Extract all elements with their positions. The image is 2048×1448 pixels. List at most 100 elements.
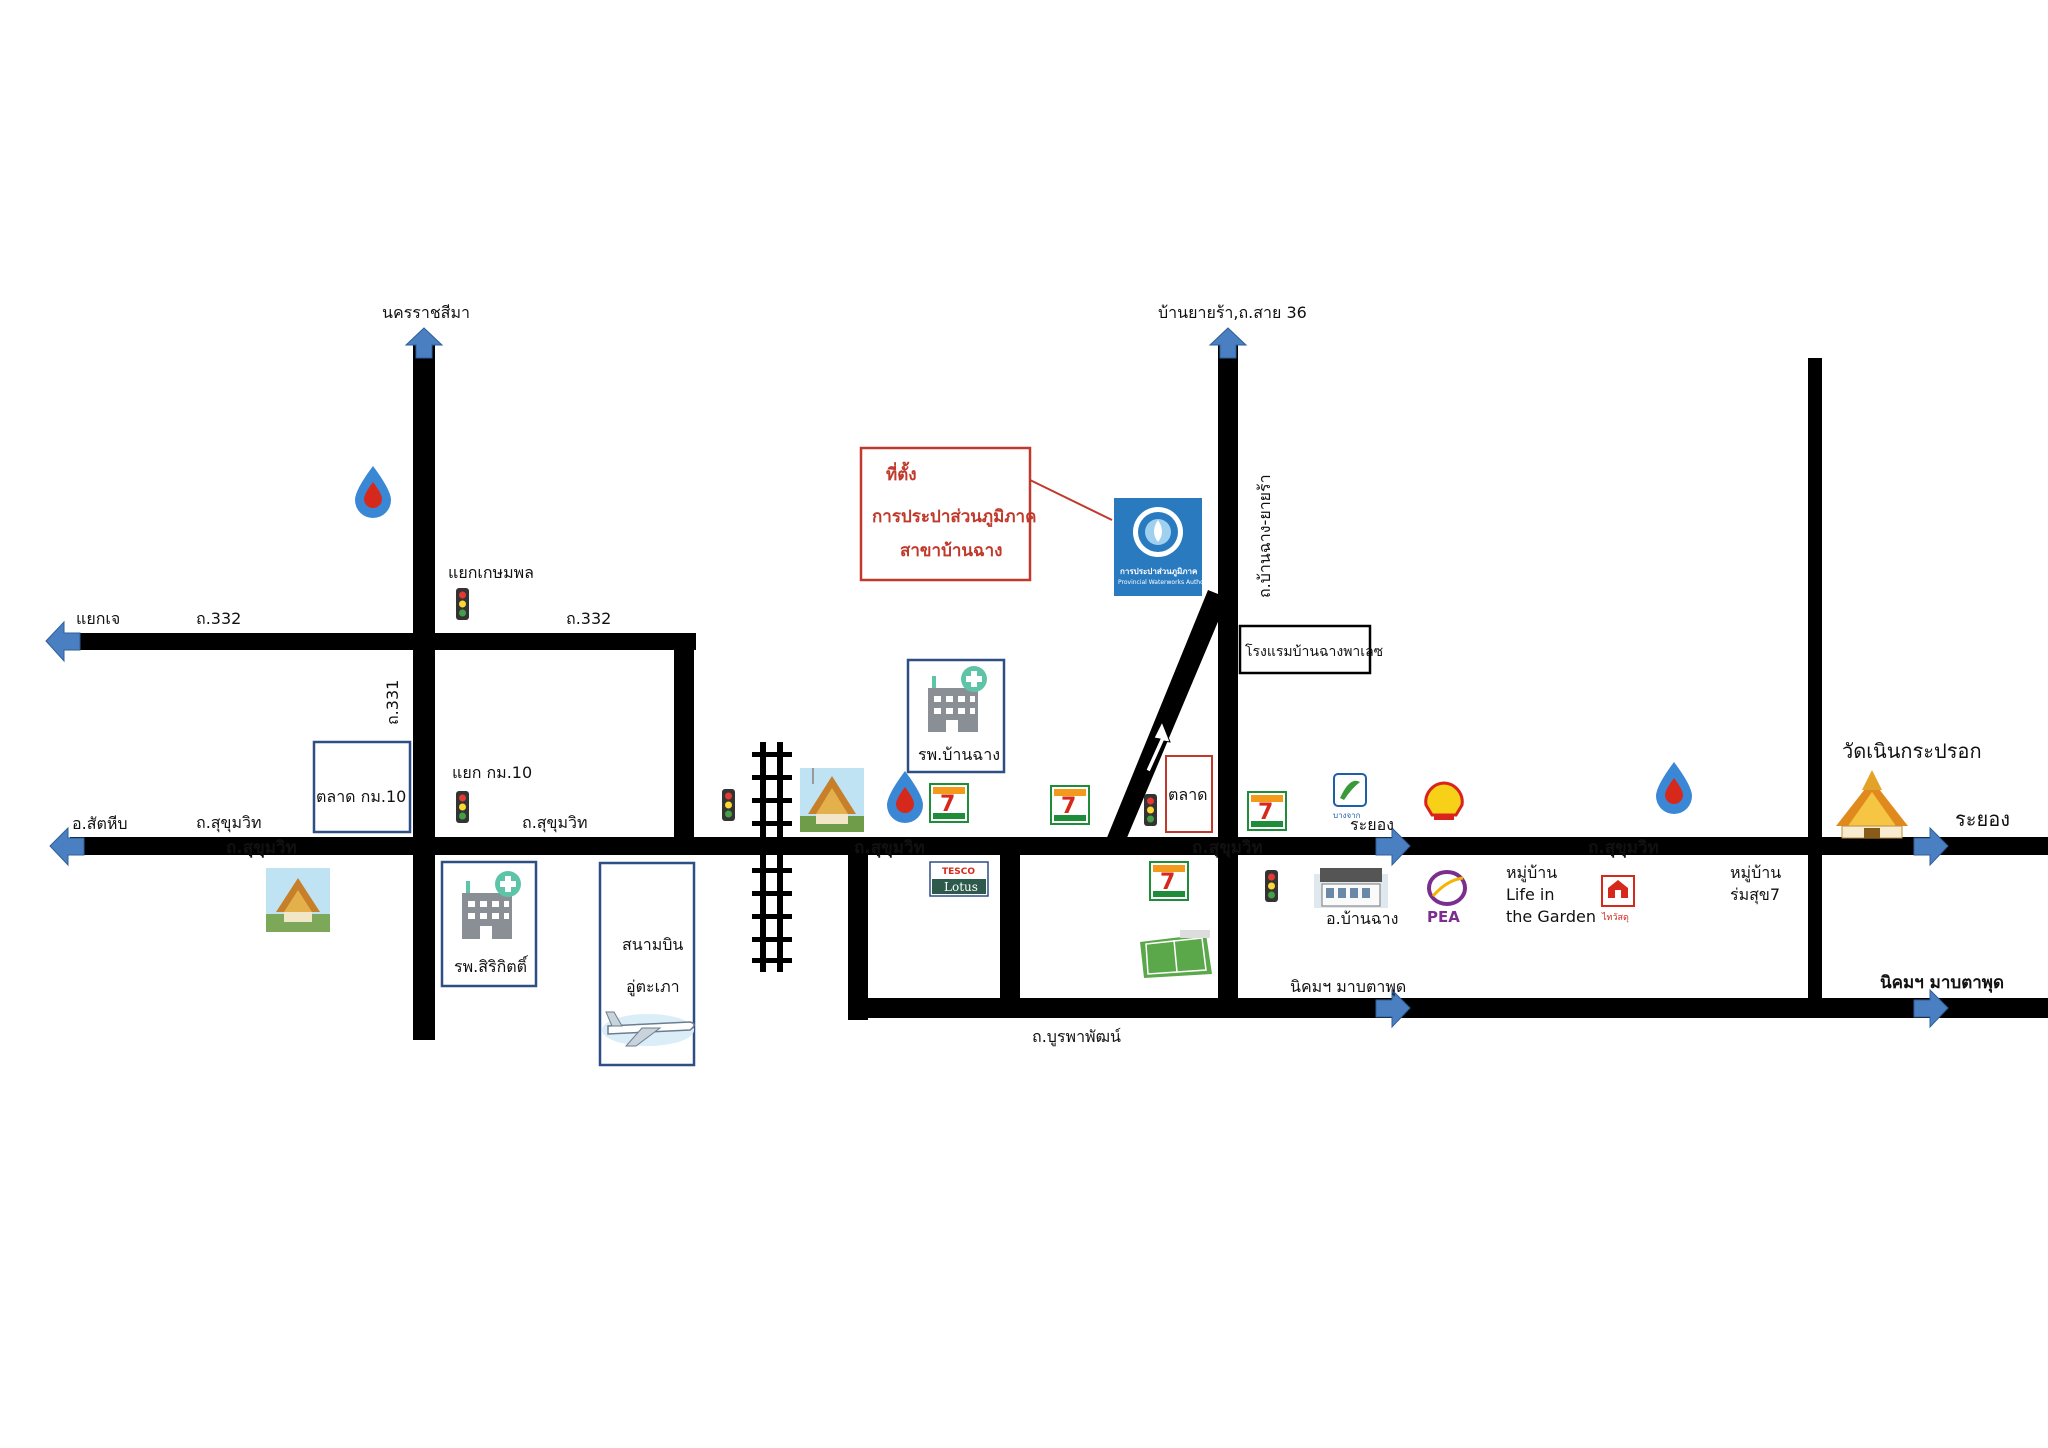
seven-eleven-stores: 7 7 7 7: [929, 783, 1287, 901]
road-332-connector: [674, 633, 694, 843]
pwa-logo-text-th: การประปาส่วนภูมิภาค: [1120, 567, 1197, 577]
utapao-line2: อู่ตะเภา: [626, 977, 680, 997]
temple-noen-label: วัดเนินกระปรอก: [1842, 739, 1982, 763]
banchang-hospital-label: รพ.บ้านฉาง: [918, 745, 1000, 764]
arrow-east-maptaphut: [1913, 988, 1949, 1029]
village-romsuk-line2: ร่มสุข7: [1730, 885, 1780, 905]
tesco-lotus-logo: TESCO Lotus: [929, 861, 989, 897]
dest-east-maptaphut: นิคมฯ มาบตาพุด: [1880, 973, 2004, 993]
svg-text:ไทวัสดุ: ไทวัสดุ: [1601, 912, 1629, 923]
hospital-icon: [462, 871, 521, 939]
arrow-up-right: [1208, 327, 1248, 359]
road-label-rayong-small: ระยอง: [1350, 815, 1394, 834]
road-label-sukhumvit-6: ถ.สุขุมวิท: [1588, 838, 1659, 858]
ptt-drop-icon: [1656, 762, 1692, 814]
svg-text:7: 7: [1258, 800, 1273, 825]
traffic-light-icon: [1144, 794, 1157, 826]
seven-eleven-icon: 7: [1247, 791, 1287, 831]
hospital-icon: [928, 666, 987, 732]
railway: [752, 742, 792, 972]
road-label-burapapat: ถ.บูรพาพัฒน์: [1032, 1027, 1121, 1047]
traffic-light-icon: [456, 791, 469, 823]
district-office-label: อ.บ้านฉาง: [1326, 909, 1398, 928]
road-label-sukhumvit-5: ถ.สุขุมวิท: [1192, 838, 1263, 858]
road-label-sukhumvit-3: ถ.สุขุมวิท: [522, 813, 588, 833]
arrow-east-burapapat-mid: [1375, 988, 1411, 1029]
road-far-right: [1808, 358, 1822, 1013]
dest-west-bottom: อ.สัตหีบ: [72, 814, 128, 833]
ptt-stations: [355, 466, 1692, 823]
road-burapapat-left: [848, 845, 868, 1020]
seven-eleven-icon: 7: [1149, 861, 1189, 901]
junction-km10: แยก กม.10: [452, 763, 532, 782]
temple-illustration-west: [266, 868, 330, 932]
road-label-sukhumvit-1: ถ.สุขุมวิท: [196, 813, 262, 833]
svg-text:7: 7: [940, 792, 955, 817]
dest-west-top: แยกเจ: [76, 609, 120, 628]
utapao-airport-box: สนามบิน อู่ตะเภา: [598, 861, 696, 1067]
labels: นครราชสีมา บ้านยายร้า,ถ.สาย 36 แยกเจ อ.ส…: [72, 303, 2010, 1047]
svg-text:7: 7: [1160, 870, 1175, 895]
location-callout: ที่ตั้ง การประปาส่วนภูมิภาค สาขาบ้านฉาง: [859, 446, 1113, 582]
road-label-331: ถ.331: [383, 680, 402, 725]
road-label-sukhumvit-4: ถ.สุขุมวิท: [854, 838, 925, 858]
hotel-label: โรงแรมบ้านฉางพาเลซ: [1245, 643, 1383, 660]
village-life-line1: หมู่บ้าน: [1506, 863, 1557, 883]
thaiwatsadu-logo: ไทวัสดุ: [1601, 875, 1635, 923]
pwa-logo-icon: การประปาส่วนภูมิภาค Provincial Waterwork…: [1114, 498, 1214, 596]
bangchak-logo-icon: บางจาก: [1333, 773, 1367, 820]
svg-text:7: 7: [1061, 794, 1076, 819]
village-life-line2: Life in: [1506, 885, 1555, 904]
svg-text:Lotus: Lotus: [944, 880, 978, 894]
dest-east-rayong: ระยอง: [1955, 807, 2010, 831]
road-331: [413, 345, 435, 1040]
utapao-line1: สนามบิน: [622, 935, 683, 954]
arrow-east-sukhumvit-mid: [1375, 826, 1411, 867]
road-332: [60, 633, 696, 650]
pea-logo: PEA: [1427, 870, 1467, 926]
svg-text:PEA: PEA: [1427, 908, 1460, 926]
road-label-332-left: ถ.332: [196, 609, 241, 628]
dest-north-left: นครราชสีมา: [382, 303, 470, 322]
banchang-hospital-box: รพ.บ้านฉาง: [906, 658, 1006, 774]
seven-eleven-icon: 7: [1050, 785, 1090, 825]
road-sukhumvit: [70, 837, 2048, 855]
temple-noen-illustration: [1836, 770, 1908, 839]
callout-line3: สาขาบ้านฉาง: [900, 541, 1002, 561]
district-office-building: [1314, 868, 1388, 908]
road-label-banchang-yayra: ถ.บ้านฉาง-ยายร้า: [1255, 474, 1274, 598]
arrow-west-top: [45, 620, 81, 663]
traffic-light-icon: [1265, 870, 1278, 902]
village-life-line3: the Garden: [1506, 907, 1596, 926]
arrow-up-left: [404, 327, 444, 359]
sirikit-hospital-label: รพ.สิริกิตติ์: [454, 955, 529, 976]
traffic-light-icon: [456, 588, 469, 620]
km10-market-label: ตลาด กม.10: [316, 787, 406, 806]
hotel-box: โรงแรมบ้านฉางพาเลซ: [1238, 624, 1383, 675]
dest-north-right: บ้านยายร้า,ถ.สาย 36: [1158, 303, 1307, 322]
svg-text:TESCO: TESCO: [942, 867, 975, 877]
shell-logo-icon: [1424, 781, 1464, 820]
arrow-diagonal-oneway: [1145, 720, 1171, 773]
dest-east-maptaphut-mid: นิคมฯ มาบตาพุด: [1290, 977, 1406, 997]
road-burapapat-mid: [1000, 845, 1020, 1003]
road-burapapat: [848, 998, 2048, 1018]
ptt-drop-icon: [355, 466, 391, 518]
football-field-illustration: [1140, 930, 1212, 978]
ptt-drop-icon: [887, 771, 923, 823]
temple-illustration-center: [800, 768, 864, 832]
direction-arrows: [45, 327, 1949, 1029]
arrow-east-rayong: [1913, 826, 1949, 867]
road-network: [60, 345, 2048, 1040]
svg-text:บางจาก: บางจาก: [1333, 811, 1361, 820]
seven-eleven-icon: 7: [929, 783, 969, 823]
market-label: ตลาด: [1168, 785, 1208, 804]
callout-line1: ที่ตั้ง: [886, 461, 917, 485]
pwa-logo-text-en: Provincial Waterworks Authority: [1118, 579, 1214, 586]
sirikit-hospital-box: รพ.สิริกิตติ์: [440, 860, 538, 988]
road-banchang-yayra: [1218, 345, 1238, 1003]
km10-market-box: ตลาด กม.10: [312, 740, 412, 834]
callout-line2: การประปาส่วนภูมิภาค: [872, 507, 1036, 528]
road-label-sukhumvit-2: ถ.สุขุมวิท: [226, 838, 297, 858]
